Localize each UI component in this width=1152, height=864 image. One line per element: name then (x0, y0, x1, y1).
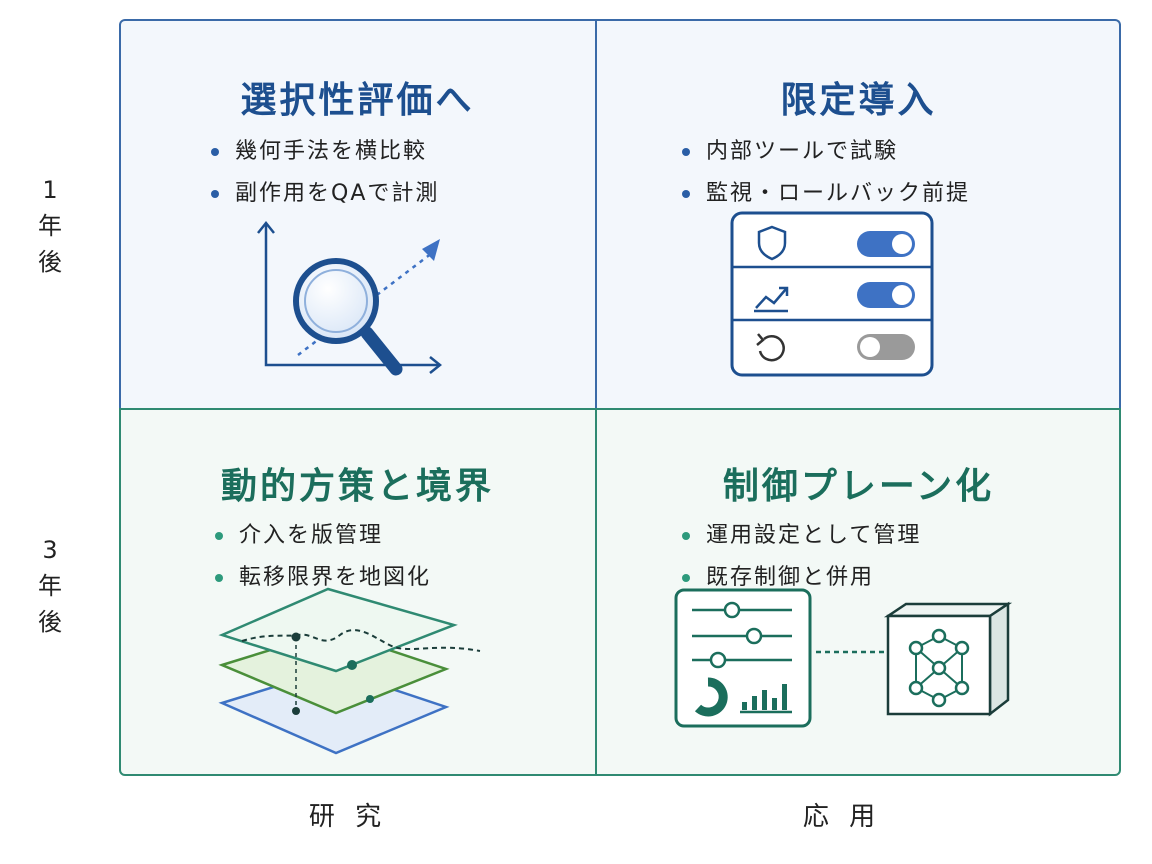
row-label-3-year: 3 年 後 (30, 532, 70, 640)
column-divider (595, 408, 597, 776)
quadrant-title: 動的方策と境界 (220, 466, 494, 507)
row-label-char: 年 (38, 572, 62, 600)
quadrant-title: 限定導入 (780, 80, 937, 121)
rollback-icon (756, 333, 785, 362)
row-label-number: 3 (42, 536, 58, 564)
layered-planes-icon (218, 587, 481, 755)
column-label-application: 応 用 (802, 802, 882, 832)
bullet-item: 幾何手法を横比較 (211, 131, 439, 173)
row-label-char: 後 (38, 248, 62, 276)
bullet-list: 運用設定として管理 既存制御と併用 (682, 515, 921, 599)
bullet-item: 介入を版管理 (215, 515, 431, 557)
toggle-switch-on[interactable] (857, 282, 915, 308)
row-divider (119, 408, 1121, 410)
magnifier-chart-icon (257, 220, 443, 376)
shield-icon (757, 225, 787, 261)
row-label-1-year: 1 年 後 (30, 172, 70, 280)
quadrant-research-1y: 選択性評価へ 幾何手法を横比較 副作用をQAで計測 (119, 19, 596, 409)
row-label-char: 年 (38, 212, 62, 240)
column-label-research: 研 究 (308, 802, 388, 832)
trend-up-icon (754, 286, 789, 313)
bullet-list: 介入を版管理 転移限界を地図化 (215, 515, 431, 599)
bullet-list: 内部ツールで試験 監視・ロールバック前提 (682, 131, 970, 215)
toggle-switch-off[interactable] (857, 334, 915, 360)
quadrant-title: 選択性評価へ (240, 80, 475, 121)
bullet-item: 副作用をQAで計測 (211, 173, 439, 215)
control-panel-network-icon (674, 588, 1013, 728)
bullet-list: 幾何手法を横比較 副作用をQAで計測 (211, 131, 439, 215)
bullet-item: 内部ツールで試験 (682, 131, 970, 173)
quadrant-title: 制御プレーン化 (722, 466, 995, 507)
bullet-item: 既存制御と併用 (682, 557, 921, 599)
row-label-char: 後 (38, 608, 62, 636)
toggle-panel-icon (730, 211, 934, 377)
bullet-item: 運用設定として管理 (682, 515, 921, 557)
toggle-switch-on[interactable] (857, 231, 915, 257)
bullet-item: 監視・ロールバック前提 (682, 173, 970, 215)
column-divider (595, 19, 597, 410)
bullet-item: 転移限界を地図化 (215, 557, 431, 599)
row-label-number: 1 (42, 176, 58, 204)
